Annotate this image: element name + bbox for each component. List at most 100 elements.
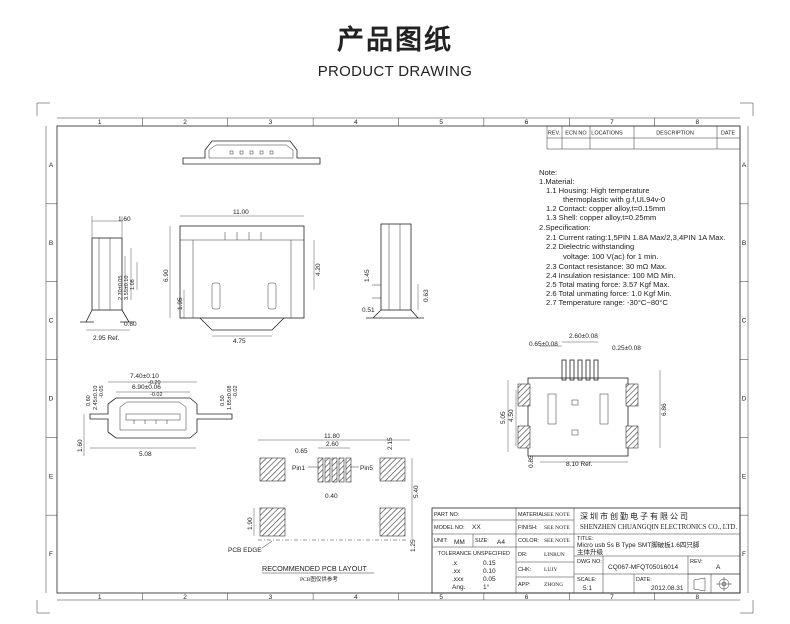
right-side-view: 1.45 0.63 0.51	[362, 223, 430, 319]
material-label: MATERIAL:	[518, 512, 547, 518]
tol-val: 1°	[483, 583, 490, 591]
dwg-no-value: CQ067-MFQT05016014	[608, 564, 678, 571]
finish-value: SEE NOTE	[544, 525, 570, 531]
dim-bv-top: 2.60±0.08	[569, 333, 598, 340]
dim-front-left: 1.95	[177, 297, 184, 310]
zone-column-label: 8	[696, 594, 700, 601]
dim-mid-left-a: 0.60	[86, 395, 92, 406]
tol-key: Ang.	[452, 584, 466, 591]
scale-value: 5:1	[583, 585, 592, 592]
rev-label: REV:	[690, 559, 703, 565]
date-header: DATE	[721, 131, 736, 137]
dim-bv-right: 0.25±0.08	[612, 345, 641, 352]
title-block: PART NO: MODEL NO: XX UNIT: MM SIZE: A4 …	[431, 507, 741, 594]
dim-rside-c: 0.51	[362, 307, 375, 314]
dim-side-c: 1.08	[130, 279, 136, 290]
dim-pcb-bot: 1.25	[410, 539, 417, 552]
pin1-label: Pin1	[292, 465, 305, 472]
dim-mid-a2: -0.20	[148, 380, 161, 386]
date-label: DATE:	[636, 577, 652, 583]
bottom-view: 2.60±0.08 0.65±0.08 0.25±0.08 5.05 4.50 …	[500, 333, 668, 468]
dim-rside-a: 1.45	[364, 269, 371, 282]
scale-label: SCALE:	[577, 577, 597, 583]
dim-mid-right-b2: -0.02	[233, 385, 239, 398]
company-name-cn: 深 圳 市 创 勤 电 子 有 限 公 司	[580, 511, 688, 521]
dim-bv-h2: 4.50	[508, 409, 515, 422]
sheet-corner-marks	[36, 102, 754, 614]
zone-column-label: 5	[439, 119, 443, 126]
zone-column-label: 7	[610, 119, 614, 126]
dim-side-a: 2.70±0.05	[118, 276, 124, 300]
title-line-2: 主体升级	[577, 547, 604, 556]
note-line: voltage: 100 V(ac) for 1 min.	[563, 252, 658, 261]
tol-key: .xxx	[452, 576, 464, 583]
pin5-label: Pin5	[360, 465, 373, 472]
model-no-value: XX	[472, 524, 481, 531]
note-line: 2.4 Insulation resistance: 100 MΩ Min.	[546, 271, 675, 280]
company-name-en: SHENZHEN CHUANGQIN ELECTRONICS CO., LTD.	[580, 524, 737, 531]
size-value: A4	[497, 539, 505, 546]
note-line: Note:	[539, 168, 557, 177]
dim-pcb-h: 5.40	[413, 485, 420, 498]
page-title-cn: 产品图纸	[337, 25, 453, 56]
note-line: 1.3 Shell: copper alloy,t=0.25mm	[546, 213, 656, 222]
material-value: SEE NOTE	[544, 512, 570, 518]
zone-column-label: 6	[525, 594, 529, 601]
zone-row-label: F	[742, 551, 746, 558]
size-label: SIZE:	[475, 538, 489, 544]
note-line: 2.2 Dielectric withstanding	[546, 242, 634, 251]
description-header: DESCRIPTION	[656, 131, 694, 137]
dwg-no-label: DWG NO:	[577, 559, 602, 565]
dim-mid-right-a: 0.50	[220, 395, 226, 406]
zone-column-label: 1	[98, 594, 102, 601]
title-line-1: Micro usb 5s B Type SMT脚破板1.6四只脚	[577, 540, 700, 549]
dim-bv-rh: 6.86	[661, 403, 668, 416]
dim-pcb-top: 2.15	[387, 437, 394, 450]
zone-column-label: 6	[525, 119, 529, 126]
color-value: SEE NOTE	[544, 538, 570, 544]
note-line: thermoplastic with g.f,UL94v-0	[563, 195, 665, 204]
zone-row-label: A	[742, 162, 747, 169]
title-label: TITLE:	[577, 536, 594, 542]
projection-symbol-icon	[693, 577, 732, 592]
zone-column-label: 4	[354, 594, 358, 601]
unit-value: MM	[454, 539, 465, 546]
dim-bv-h1: 5.05	[500, 411, 507, 424]
zone-column-label: 7	[610, 594, 614, 601]
dim-side-ref: 2.95 Ref.	[93, 335, 120, 342]
dim-side-bottom: 0.60	[124, 321, 137, 328]
note-line: 1.Material:	[539, 177, 574, 186]
part-no-label: PART NO:	[434, 512, 460, 518]
dim-front-height: 6.90	[163, 269, 170, 282]
dim-mid-left-b2: -0.05	[99, 385, 105, 398]
tolerance-label: TOLERANCE UNSPECIFIED	[438, 551, 510, 557]
dim-bv-left: 0.65±0.08	[529, 341, 558, 348]
dim-front-width: 11.00	[233, 209, 249, 216]
zone-row-label: A	[49, 162, 54, 169]
app-value: ZHONG	[544, 582, 563, 588]
dr-value: LINRUN	[544, 552, 565, 558]
tol-val: 0.05	[483, 576, 496, 583]
zone-column-label: 3	[269, 119, 273, 126]
top-plan-view	[182, 140, 321, 165]
zone-row-label: C	[49, 318, 54, 325]
zone-column-label: 2	[183, 594, 187, 601]
zone-row-label: E	[49, 473, 54, 480]
finish-label: FINISH:	[518, 525, 538, 531]
dim-front-right: 4.20	[315, 263, 322, 276]
tol-val: 0.15	[483, 560, 496, 567]
dim-pcb-gap: 0.40	[325, 493, 338, 500]
note-line: 1.1 Housing: High temperature	[546, 186, 649, 195]
dim-side-b: 3.55±0.10	[124, 276, 130, 300]
pcb-layout: 11.80 2.60 0.65 2.15 Pin1 Pin5 5.40 0.40…	[228, 433, 420, 583]
zone-row-label: D	[49, 395, 54, 402]
dim-mid-b2: -0.02	[150, 392, 163, 398]
zone-column-label: 8	[696, 119, 700, 126]
mating-face-view: 7.40±0.10 -0.20 6.90±0.06 -0.02 0.60 2.4…	[77, 373, 239, 458]
dim-pcb-pitch: 0.65	[295, 448, 308, 455]
revision-table: REV. ECN NO LOCATIONS DESCRIPTION DATE	[546, 125, 741, 150]
front-view: 11.00 6.90 4.20 1.95 4.75	[163, 209, 322, 345]
dim-bv-bl: 0.85	[528, 455, 535, 468]
note-line: 1.2 Contact: copper alloy,t=0.15mm	[546, 204, 666, 213]
